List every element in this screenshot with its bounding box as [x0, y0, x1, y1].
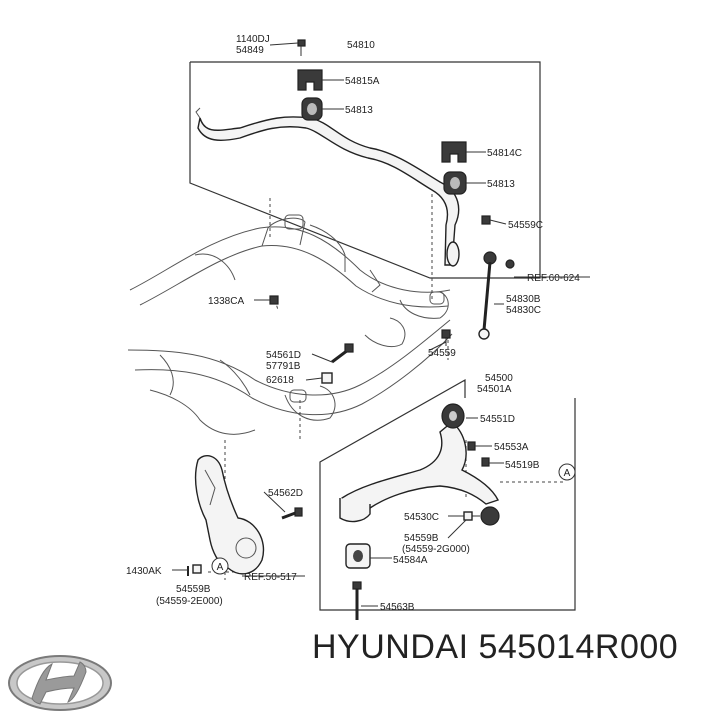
- label-54561d: 54561D: [266, 350, 301, 361]
- bushing-54813-left: [301, 97, 323, 121]
- label-54813-upper: 54813: [345, 105, 373, 116]
- bolt-1140dj: [297, 39, 306, 56]
- label-54849: 54849: [236, 45, 264, 56]
- label-54530c: 54530C: [404, 512, 439, 523]
- label-54815a: 54815A: [345, 76, 380, 87]
- label-54830b: 54830B: [506, 294, 541, 305]
- label-1430ak: 1430AK: [126, 566, 162, 577]
- label-54559-2e000: (54559-2E000): [156, 596, 223, 607]
- nut-1338ca: [269, 295, 279, 305]
- hyundai-logo: [8, 655, 112, 711]
- subframe: [127, 214, 453, 435]
- part-labels: 1140DJ 54849 54810 54815A 54813 54814C 5…: [126, 34, 580, 613]
- label-54519b: 54519B: [505, 460, 540, 471]
- bolt-54562d: [281, 507, 303, 520]
- label-54559b-left: 54559B: [176, 584, 211, 595]
- label-54814c: 54814C: [487, 148, 522, 159]
- label-54813-lower: 54813: [487, 179, 515, 190]
- product-caption: HYUNDAI 545014R000: [312, 628, 679, 666]
- label-54830c: 54830C: [506, 305, 541, 316]
- stabilizer-bar: [195, 107, 460, 267]
- bushing-54584a: [345, 543, 371, 569]
- stabilizer-frame: [189, 61, 541, 279]
- label-54563b: 54563B: [380, 602, 415, 613]
- bolt-54519b: [481, 457, 490, 467]
- bolt-54563b: [352, 581, 362, 620]
- label-54559: 54559: [428, 348, 456, 359]
- lower-control-arm-54500: [339, 403, 499, 523]
- nut-54559b-left: [192, 564, 202, 574]
- bolt-54561d: [331, 343, 354, 364]
- label-ref-50-517: REF.50-517: [244, 572, 297, 583]
- steering-knuckle: [194, 454, 265, 575]
- label-54559-2g000: (54559-2G000): [402, 544, 470, 555]
- label-54553a: 54553A: [494, 442, 529, 453]
- label-1338ca: 1338CA: [208, 296, 244, 307]
- label-62618: 62618: [266, 375, 294, 386]
- svg-text:A: A: [217, 562, 224, 573]
- bracket-54815a: [297, 69, 323, 91]
- circle-a-marker-right: A: [558, 463, 576, 481]
- label-54559c: 54559C: [508, 220, 543, 231]
- label-54562d: 54562D: [268, 488, 303, 499]
- bolt-54553a: [467, 441, 476, 451]
- label-54501a: 54501A: [477, 384, 512, 395]
- ball-joint-54530c: [470, 506, 500, 526]
- label-54551d: 54551D: [480, 414, 515, 425]
- label-ref-60-624: REF.60-624: [527, 273, 580, 284]
- nut-62618: [321, 372, 333, 384]
- label-1140dj: 1140DJ: [236, 34, 270, 45]
- label-54500: 54500: [485, 373, 513, 384]
- nut-54559b-right: [463, 511, 473, 521]
- label-57791b: 57791B: [266, 361, 301, 372]
- bushing-54813-right: [443, 171, 467, 195]
- label-54559b-right: 54559B: [404, 533, 439, 544]
- control-arm-frame: [319, 378, 576, 611]
- stabilizer-link-54830: [478, 215, 515, 340]
- label-54810: 54810: [347, 40, 375, 51]
- label-54584a: 54584A: [393, 555, 428, 566]
- bracket-54814c: [441, 141, 467, 163]
- leader-lines: [172, 42, 590, 607]
- circle-a-marker-left: A: [211, 557, 229, 575]
- svg-text:A: A: [564, 468, 571, 479]
